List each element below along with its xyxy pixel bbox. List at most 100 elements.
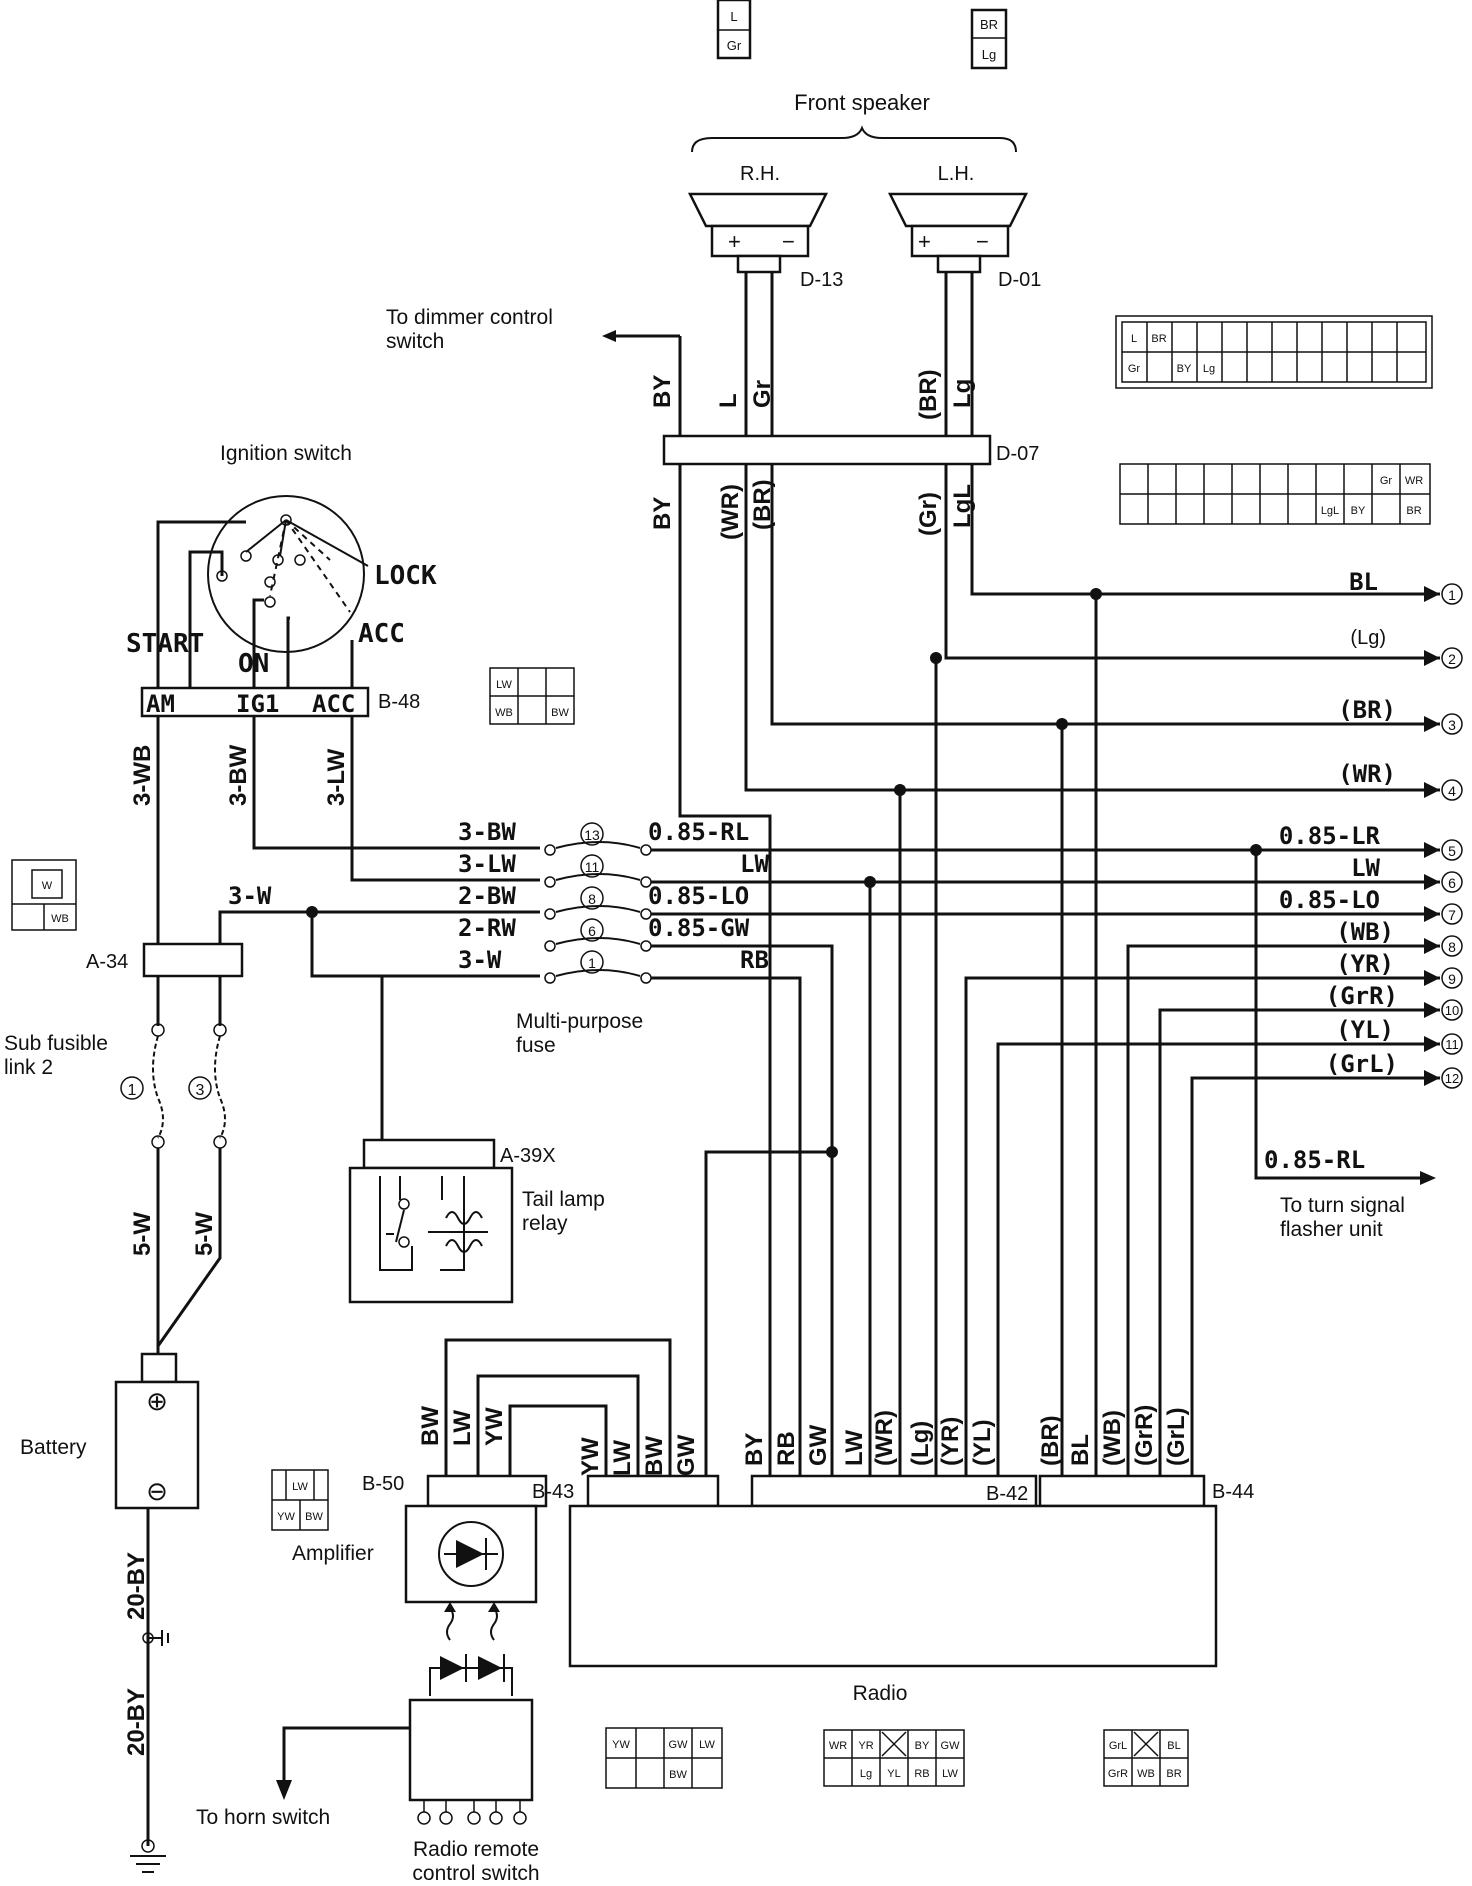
svg-text:3-BW: 3-BW <box>225 744 252 806</box>
svg-text:GW: GW <box>673 1434 700 1476</box>
svg-text:BY: BY <box>649 497 676 530</box>
svg-text:Lg: Lg <box>1203 363 1215 375</box>
svg-text:L: L <box>1131 333 1137 345</box>
svg-text:LW: LW <box>740 850 769 878</box>
connector-b43-label: B-43 <box>532 1481 574 1503</box>
radio-label: Radio <box>853 1682 908 1705</box>
svg-text:YW: YW <box>277 1511 295 1523</box>
wire-3w-a34: 3-W <box>228 882 272 910</box>
front-speaker-label: Front speaker <box>794 90 930 115</box>
svg-text:BR: BR <box>1406 505 1421 517</box>
start-label: START <box>126 629 204 659</box>
to-horn-label: To horn switch <box>196 1806 330 1829</box>
connector-b50-label: B-50 <box>362 1473 404 1495</box>
connector-b42-face: WR YR BY GW Lg YL RB LW <box>823 1729 965 1787</box>
remote-signal-arrows <box>444 1602 500 1641</box>
svg-text:(WR): (WR) <box>871 1410 898 1466</box>
output-9: (YR) 9 <box>964 950 1463 1476</box>
svg-text:BL: BL <box>1349 568 1378 596</box>
output-6: LW 6 <box>1351 854 1463 893</box>
output-12: (GrL) 12 <box>1190 1050 1463 1476</box>
svg-text:11: 11 <box>1445 1037 1459 1052</box>
connector-d07-face-upper: L BR Gr BY Lg <box>1115 315 1433 389</box>
svg-text:BR: BR <box>1151 333 1166 345</box>
svg-text:WR: WR <box>829 1740 847 1752</box>
sub-fusible-label-2: link 2 <box>4 1056 53 1079</box>
svg-text:8: 8 <box>588 891 596 907</box>
svg-text:2-BW: 2-BW <box>458 882 516 910</box>
connector-d01-label: D-01 <box>998 269 1041 291</box>
svg-text:YW: YW <box>481 1407 508 1446</box>
multi-fuse-label-1: Multi-purpose <box>516 1010 643 1033</box>
multi-fuse-row-8: 2-BW 8 0.85-LO <box>458 882 749 920</box>
svg-text:(WB): (WB) <box>1336 918 1394 946</box>
svg-text:(YR): (YR) <box>937 1417 964 1466</box>
svg-text:W: W <box>42 880 53 892</box>
connector-a39x-label: A-39X <box>500 1145 556 1167</box>
svg-text:(Lg): (Lg) <box>907 1421 934 1466</box>
svg-text:BR: BR <box>980 17 998 32</box>
svg-text:YR: YR <box>858 1740 873 1752</box>
connector-b42-label: B-42 <box>986 1483 1028 1505</box>
svg-text:BL: BL <box>1167 1740 1180 1752</box>
svg-text:BY: BY <box>649 375 676 408</box>
svg-text:LW: LW <box>496 679 512 691</box>
svg-text:BY: BY <box>1177 363 1192 375</box>
svg-text:(WR): (WR) <box>717 484 744 540</box>
svg-text:2-RW: 2-RW <box>458 914 516 942</box>
svg-text:(GrR): (GrR) <box>1326 982 1398 1010</box>
output-11: (YL) 11 <box>996 1016 1463 1476</box>
connector-b43-face: YW GW LW BW <box>605 1727 723 1789</box>
tail-relay-label-2: relay <box>522 1212 568 1235</box>
svg-text:WB: WB <box>495 707 513 719</box>
svg-text:0.85-RL: 0.85-RL <box>648 818 749 846</box>
b48-am: AM <box>146 690 175 718</box>
svg-text:12: 12 <box>1445 1071 1459 1086</box>
svg-text:3-LW: 3-LW <box>458 850 516 878</box>
battery-symbol <box>114 1380 200 1510</box>
svg-text:LW: LW <box>699 1739 715 1751</box>
speaker-rh-label: R.H. <box>740 163 780 185</box>
svg-text:Gr: Gr <box>727 38 742 53</box>
remote-label-1: Radio remote <box>413 1838 539 1861</box>
svg-text:flasher unit: flasher unit <box>1280 1218 1383 1241</box>
svg-text:WR: WR <box>1405 475 1423 487</box>
svg-text:(Gr): (Gr) <box>915 492 942 536</box>
svg-text:LW: LW <box>841 1430 868 1466</box>
svg-text:BY: BY <box>741 1433 768 1466</box>
connector-b48-face: LW WB BW <box>489 667 575 725</box>
svg-text:RB: RB <box>773 1431 800 1466</box>
svg-text:0.85-GW: 0.85-GW <box>648 914 750 942</box>
svg-text:1: 1 <box>588 955 596 971</box>
svg-text:(WR): (WR) <box>1338 760 1396 788</box>
connector-b44 <box>1038 1474 1206 1508</box>
tail-lamp-relay <box>348 1166 514 1304</box>
speaker-rh-minus: − <box>782 229 795 254</box>
svg-text:YW: YW <box>612 1739 630 1751</box>
svg-text:20-BY: 20-BY <box>123 1552 150 1620</box>
svg-text:4: 4 <box>1448 783 1456 799</box>
svg-text:BY: BY <box>1351 505 1366 517</box>
svg-text:(GrL): (GrL) <box>1163 1407 1190 1466</box>
svg-text:11: 11 <box>585 859 600 875</box>
svg-text:0.85-RL: 0.85-RL <box>1264 1146 1365 1174</box>
battery-label: Battery <box>20 1436 87 1459</box>
output-7: 0.85-LO 7 <box>1279 886 1463 925</box>
connector-d07-face-lower: Gr WR LgL BY BR <box>1119 463 1431 525</box>
svg-text:LW: LW <box>609 1440 636 1476</box>
svg-text:RB: RB <box>740 946 769 974</box>
svg-text:WB: WB <box>51 913 69 925</box>
svg-text:(YL): (YL) <box>1336 1016 1394 1044</box>
connector-a34-face: W WB <box>11 859 77 931</box>
output-3: (BR) 3 <box>1338 696 1463 735</box>
output-turn-signal: 0.85-RL To turn signal flasher unit <box>1264 1146 1405 1241</box>
svg-text:Lg: Lg <box>982 47 996 62</box>
svg-text:(GrL): (GrL) <box>1326 1050 1398 1078</box>
svg-text:BL: BL <box>1067 1434 1094 1466</box>
output-4: (WR) 4 <box>1338 760 1463 801</box>
svg-text:20-BY: 20-BY <box>123 1688 150 1756</box>
svg-text:GW: GW <box>941 1740 961 1752</box>
svg-text:3-LW: 3-LW <box>323 748 350 806</box>
radio-unit <box>568 1504 1218 1668</box>
